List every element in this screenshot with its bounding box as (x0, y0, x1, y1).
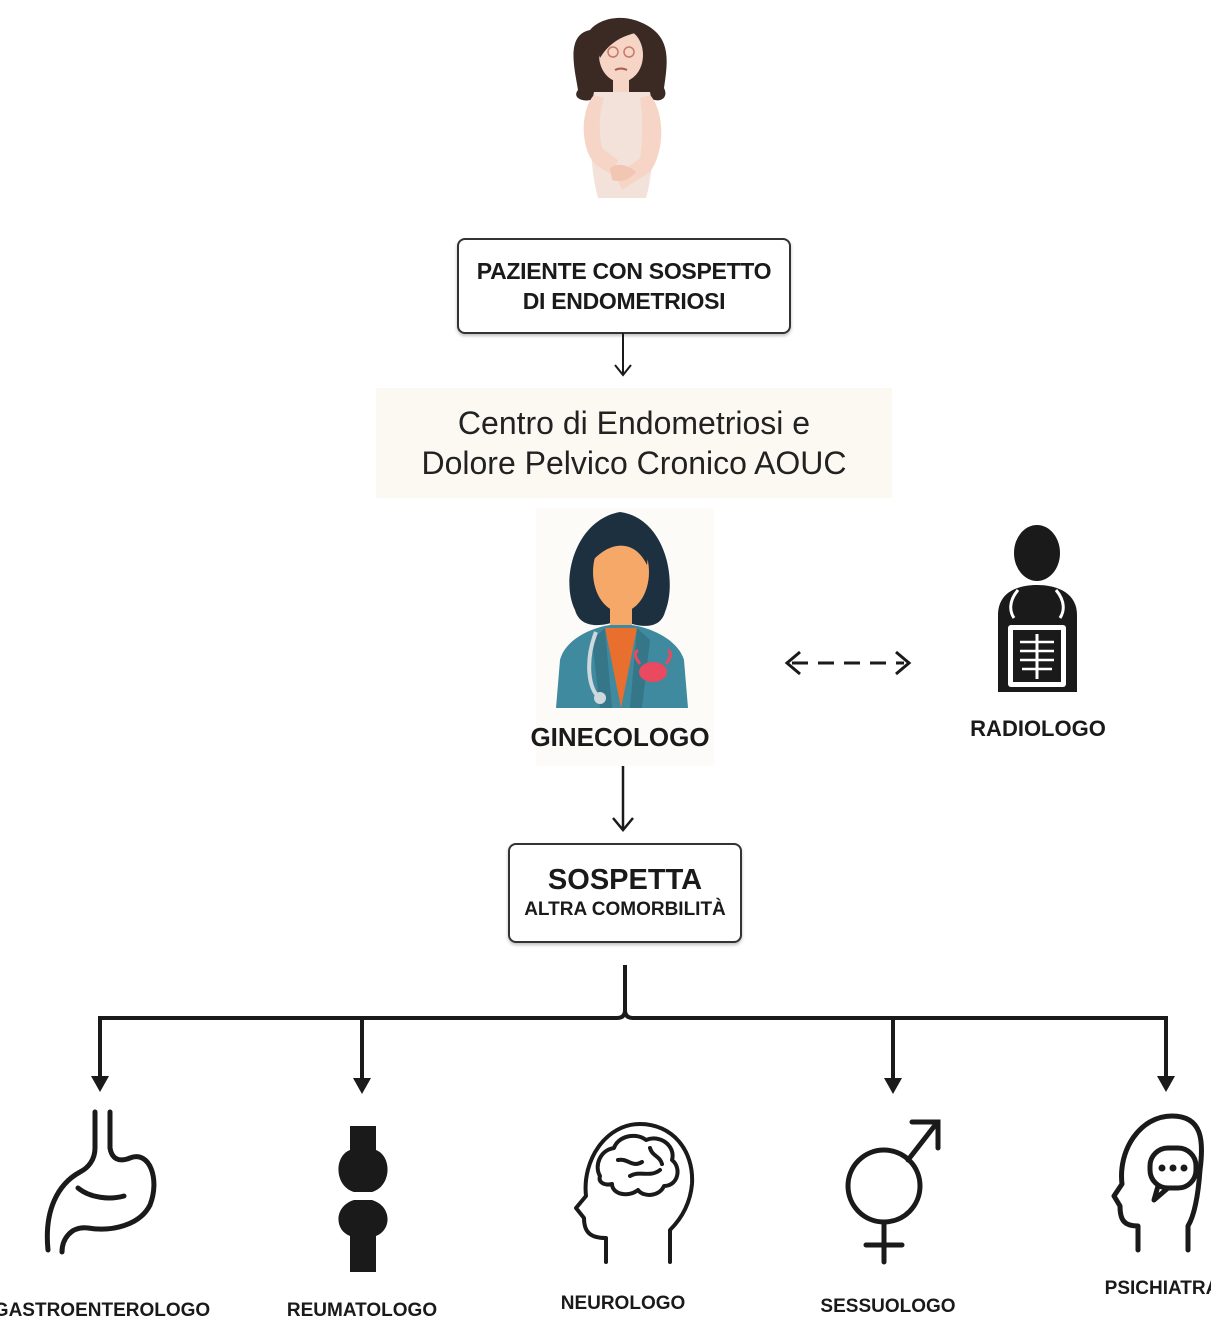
radiologist-label: RADIOLOGO (970, 716, 1106, 741)
specialist-label-sessuologo: SESSUOLOGO (820, 1296, 956, 1317)
speech-dots (1158, 1164, 1188, 1172)
suspicion-box-line1: SOSPETTA (547, 864, 703, 896)
arrow-gyn-to-suspicion (612, 766, 634, 832)
specialist-label-neurologo: NEUROLOGO (560, 1293, 686, 1314)
patient-box-line1: PAZIENTE CON SOSPETTO (476, 258, 772, 284)
branch-connector (98, 965, 1168, 1080)
specialist-label-psichiatra: PSICHIATRA (1104, 1278, 1211, 1299)
gynecologist-label: GINECOLOGO (530, 722, 710, 752)
radiologist-icon (998, 525, 1077, 692)
specialist-label-gastroenterologo: GASTROENTEROLOGO (0, 1300, 211, 1321)
brain-head-icon (574, 1122, 695, 1264)
center-title-line1: Centro di Endometriosi e (457, 405, 811, 441)
center-title-line2: Dolore Pelvico Cronico AOUC (421, 445, 847, 481)
bone-joint-icon (338, 1126, 388, 1272)
suspicion-box-line2: ALTRA COMORBILITÀ (524, 899, 726, 920)
gender-symbol-icon (845, 1119, 941, 1265)
arrow-patient-to-center (614, 333, 632, 377)
suspect-comorbidity-box: SOSPETTA ALTRA COMORBILITÀ (508, 843, 742, 943)
patient-box-line2: DI ENDOMETRIOSI (522, 288, 726, 314)
specialist-label-reumatologo: REUMATOLOGO (286, 1300, 438, 1321)
gynecologist-icon (556, 512, 688, 708)
head-speech-icon (1111, 1113, 1205, 1253)
branch-arrowheads (91, 1076, 1175, 1094)
patient-figure (573, 17, 667, 198)
endometriosis-center-title: Centro di Endometriosi e Dolore Pelvico … (376, 388, 892, 498)
bidirectional-arrow-gyn-radiology (784, 650, 912, 676)
stomach-icon (44, 1109, 157, 1255)
patient-suspected-endometriosis-box: PAZIENTE CON SOSPETTO DI ENDOMETRIOSI (457, 238, 791, 334)
